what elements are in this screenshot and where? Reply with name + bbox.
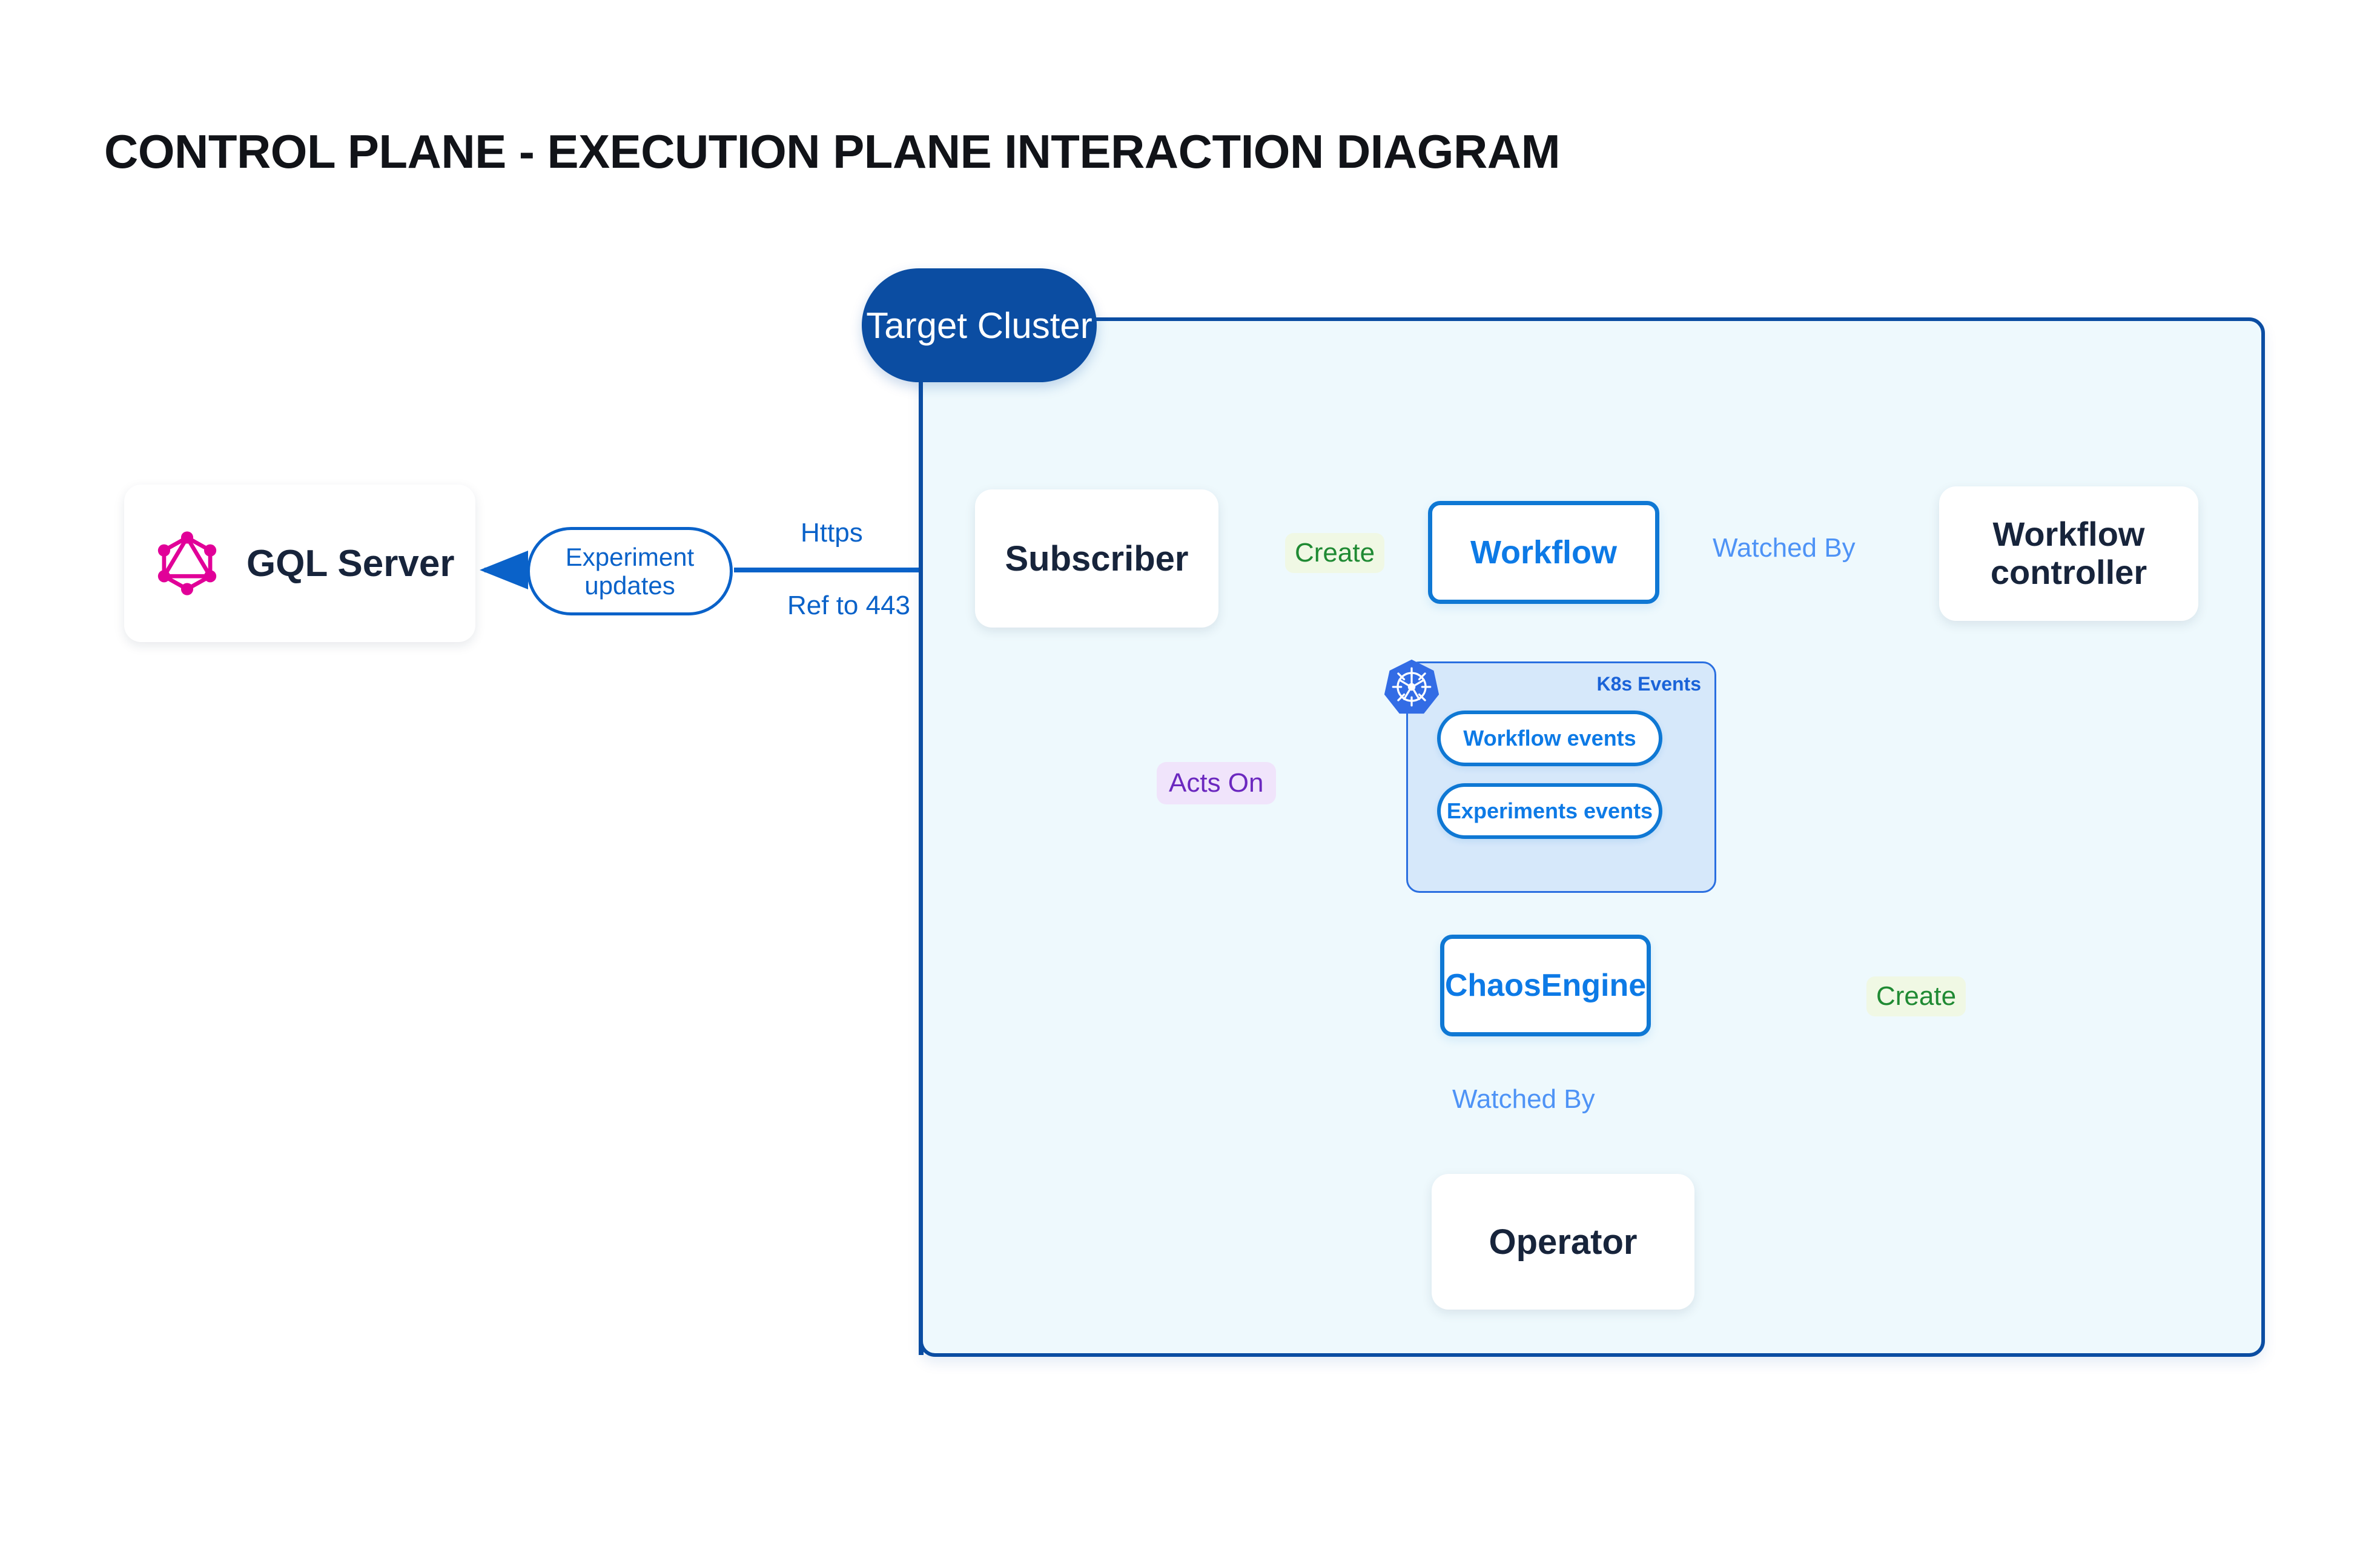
node-workflow-controller[interactable]: Workflow controller bbox=[1939, 486, 2198, 621]
kubernetes-icon bbox=[1383, 658, 1441, 716]
k8s-event-pill-experiments-events[interactable]: Experiments events bbox=[1437, 783, 1662, 839]
edge-label-acts-on: Acts On bbox=[1157, 762, 1276, 804]
edge-label-experiment-updates: Experiment updates bbox=[527, 527, 733, 615]
node-workflow[interactable]: Workflow bbox=[1428, 501, 1659, 604]
edge-label-create-workflow: Create bbox=[1285, 533, 1385, 573]
experiment-updates-line2: updates bbox=[584, 571, 675, 600]
node-operator[interactable]: Operator bbox=[1432, 1174, 1694, 1310]
edge-label-ref-to-443: Ref to 443 bbox=[787, 591, 911, 620]
page-title: CONTROL PLANE - EXECUTION PLANE INTERACT… bbox=[104, 125, 1561, 178]
edge-label-create-chaosengine: Create bbox=[1866, 976, 1966, 1016]
graphql-icon bbox=[153, 529, 221, 597]
edge-label-watched-by-operator: Watched By bbox=[1452, 1084, 1595, 1114]
node-gql-server[interactable]: GQL Server bbox=[124, 485, 475, 642]
edge-label-watched-by-controller: Watched By bbox=[1713, 533, 1856, 563]
node-workflow-controller-label: Workflow controller bbox=[1991, 515, 2147, 591]
node-subscriber[interactable]: Subscriber bbox=[975, 489, 1218, 628]
wfc-line1: Workflow bbox=[1992, 515, 2145, 554]
wfc-line2: controller bbox=[1990, 553, 2147, 591]
target-cluster-title: Target Cluster bbox=[862, 268, 1097, 382]
node-gql-server-label: GQL Server bbox=[246, 542, 455, 585]
k8s-events-panel-title: K8s Events bbox=[1596, 673, 1701, 695]
edge-label-https: Https bbox=[801, 518, 863, 548]
k8s-event-pill-workflow-events[interactable]: Workflow events bbox=[1437, 711, 1662, 766]
experiment-updates-line1: Experiment bbox=[565, 542, 695, 571]
node-chaos-engine[interactable]: ChaosEngine bbox=[1440, 935, 1651, 1036]
k8s-events-panel: K8s Events Workflow events Experiments e… bbox=[1406, 661, 1716, 893]
